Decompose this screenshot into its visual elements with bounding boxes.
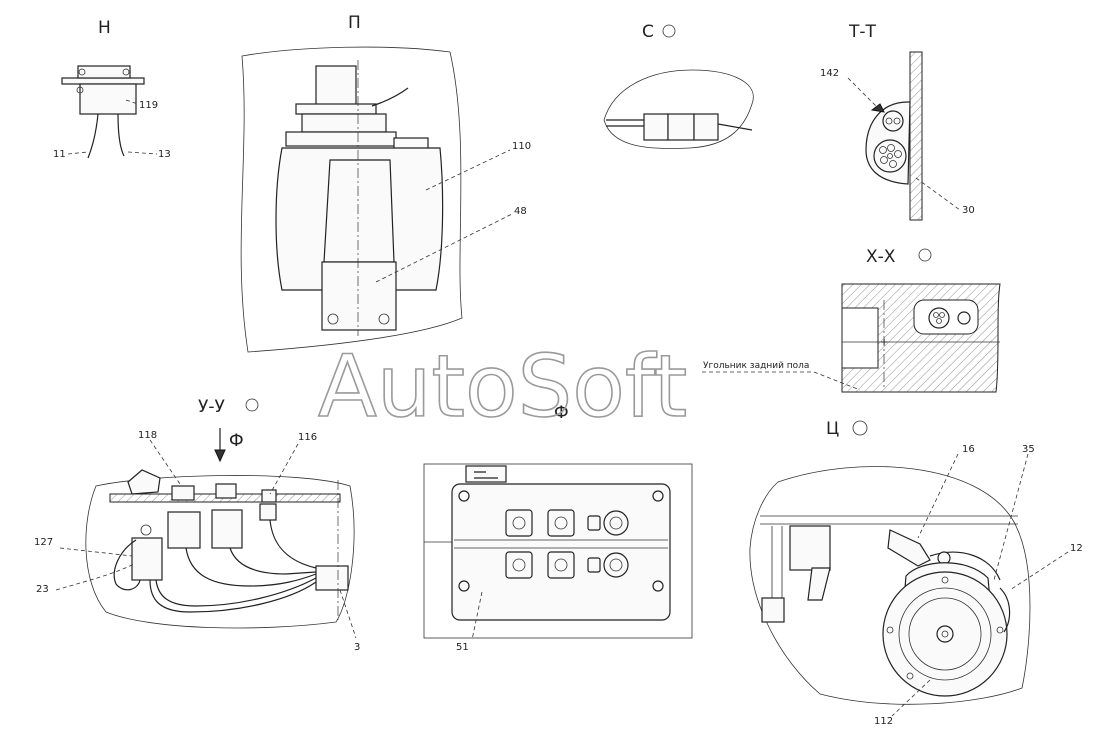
label-3: 3 <box>354 642 360 653</box>
label-110: 110 <box>512 141 531 152</box>
view-f-title: Ф <box>554 403 569 423</box>
view-f: Ф 51 <box>423 403 693 653</box>
view-f-frame <box>423 463 693 639</box>
view-p-title: П <box>348 13 361 33</box>
view-f-indicator-1 <box>587 515 601 531</box>
view-t-title: Т-Т <box>848 22 877 42</box>
view-h-wire-11 <box>87 113 99 159</box>
view-c-break-outline <box>749 466 1031 705</box>
view-f-knob-1 <box>603 510 629 536</box>
view-f-knob-2 <box>603 552 629 578</box>
view-x-title: Х-Х <box>866 247 896 267</box>
label-51: 51 <box>456 642 469 653</box>
view-s-title: С <box>642 22 654 42</box>
label-127: 127 <box>34 537 53 548</box>
view-c: Ц 16 35 12 112 <box>749 419 1083 727</box>
rotation-icon <box>662 24 676 38</box>
view-h-bracket <box>61 77 145 85</box>
label-48: 48 <box>514 206 527 217</box>
label-11: 11 <box>53 149 66 160</box>
label-16: 16 <box>962 444 975 455</box>
view-s-connector-a <box>643 113 669 141</box>
view-f-button-2 <box>547 509 575 537</box>
view-h-switch-head <box>77 65 131 79</box>
view-t-cable-small <box>882 110 904 132</box>
view-t-cable-bundle <box>873 139 907 173</box>
view-c-title: Ц <box>826 419 839 439</box>
view-s: С <box>603 22 754 149</box>
view-s-connector-b <box>667 113 695 141</box>
view-h-title: Н <box>98 18 111 38</box>
view-h: Н 119 11 13 <box>53 18 171 160</box>
view-u-title: У-У <box>198 397 225 417</box>
view-p: П 110 48 <box>240 13 531 353</box>
label-116: 116 <box>298 432 317 443</box>
view-x: Х-Х + Угольник задний пола <box>702 247 1001 393</box>
view-s-break-outline <box>603 69 754 149</box>
label-142: 142 <box>820 68 839 79</box>
view-s-connector-c <box>693 113 719 141</box>
view-p-tank-neck <box>323 159 395 263</box>
view-u-connector-3 <box>315 565 349 591</box>
view-p-break-outline <box>240 46 463 353</box>
label-112: 112 <box>874 716 893 727</box>
label-118: 118 <box>138 430 157 441</box>
view-u-relay-2 <box>211 509 243 549</box>
view-f-button-3 <box>505 551 533 579</box>
view-x-cable-small <box>957 311 971 325</box>
view-t: Т-Т 142 30 <box>820 22 975 221</box>
view-u-arrow-label: Ф <box>229 431 244 451</box>
label-23: 23 <box>36 584 49 595</box>
view-u-relay-1 <box>167 511 201 549</box>
label-30: 30 <box>962 205 975 216</box>
view-p-mount-plate <box>321 261 397 331</box>
label-13: 13 <box>158 149 171 160</box>
view-f-button-1 <box>505 509 533 537</box>
view-p-pump-motor <box>315 65 357 109</box>
view-t-panel-wall <box>909 51 923 221</box>
view-x-note: Угольник задний пола <box>703 361 809 371</box>
label-119: 119 <box>139 100 158 111</box>
view-x-cable-bundle <box>928 307 950 329</box>
view-f-button-4 <box>547 551 575 579</box>
svg-text:+: + <box>880 337 888 348</box>
view-u-break-outline <box>85 475 355 629</box>
view-u: У-У Ф 118 116 127 23 3 <box>34 397 360 653</box>
view-f-indicator-2 <box>587 557 601 573</box>
label-12: 12 <box>1070 543 1083 554</box>
label-35: 35 <box>1022 444 1035 455</box>
watermark-text: AutoSoft <box>318 337 687 437</box>
view-u-fuse-block <box>131 537 163 581</box>
view-h-switch-body <box>79 83 137 115</box>
view-h-wire-13 <box>117 113 125 157</box>
